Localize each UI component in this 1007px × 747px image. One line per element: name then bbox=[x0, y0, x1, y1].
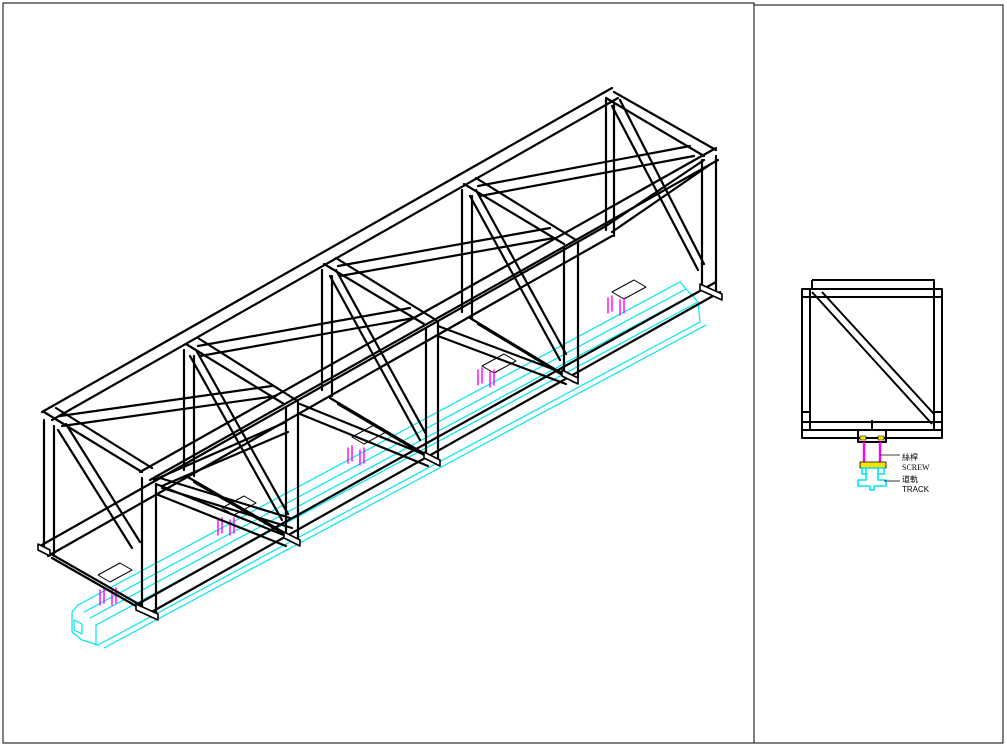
joint-caps bbox=[37, 283, 723, 621]
carriage-5 bbox=[607, 279, 647, 316]
screw-label-en: SCREW bbox=[902, 463, 930, 472]
isometric-truss-view bbox=[37, 86, 723, 649]
leader-lines bbox=[880, 454, 900, 482]
screw-rods bbox=[862, 442, 882, 462]
lower-plate bbox=[859, 461, 887, 469]
section-view: 絲桿 SCREW 道軌 TRACK bbox=[801, 279, 943, 494]
track-label-cn: 道軌 bbox=[902, 474, 918, 484]
track-label-en: TRACK bbox=[902, 485, 930, 494]
screw-label-cn: 絲桿 bbox=[902, 452, 918, 462]
section-labels: 絲桿 SCREW 道軌 TRACK bbox=[902, 452, 930, 494]
side-view-frame bbox=[753, 4, 1004, 744]
screw-carriages bbox=[97, 279, 647, 606]
truss-members bbox=[38, 86, 722, 616]
carriage-block bbox=[857, 429, 887, 443]
track-profile bbox=[857, 467, 887, 491]
isometric-view-frame bbox=[2, 2, 755, 744]
section-frame bbox=[801, 279, 943, 439]
